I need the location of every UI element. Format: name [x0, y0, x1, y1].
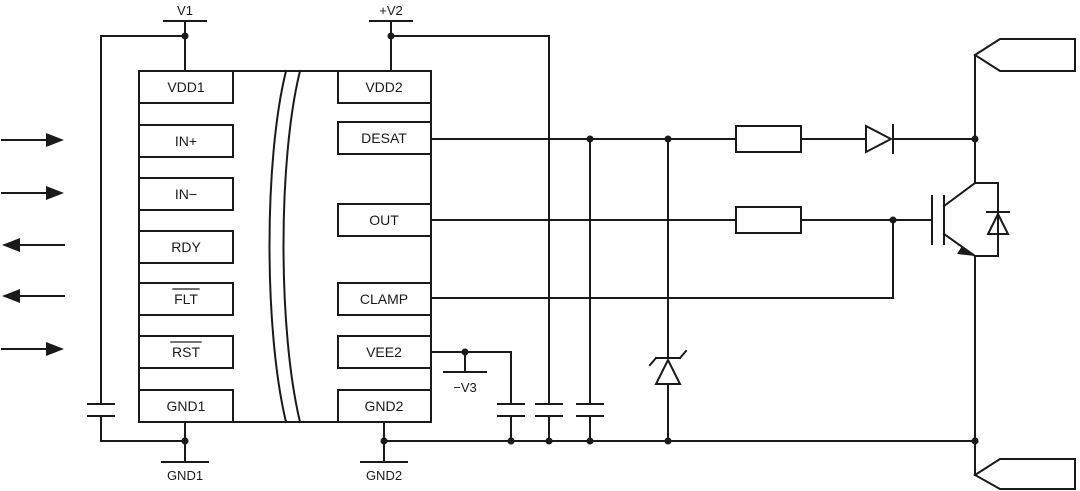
arrow-right-icon — [1, 342, 64, 356]
collector-terminal — [973, 38, 1076, 140]
v1-decoupling-path — [100, 35, 186, 442]
pin-in-plus: IN+ — [138, 124, 234, 158]
svg-text:−V3: −V3 — [453, 380, 477, 395]
capacitor-icon — [497, 403, 525, 445]
isolation-barrier-left — [268, 69, 288, 424]
svg-text:DESAT: DESAT — [361, 130, 407, 146]
pin-vdd2: VDD2 — [337, 70, 432, 104]
supply-v2: +V2 — [369, 3, 550, 405]
pin-clamp: CLAMP — [337, 282, 432, 316]
svg-text:GND1: GND1 — [167, 398, 206, 414]
svg-text:VDD2: VDD2 — [365, 79, 403, 95]
right-pins: VDD2 DESAT OUT CLAMP VEE2 GND2 — [337, 70, 432, 423]
capacitor-icon — [535, 403, 563, 445]
svg-text:GND2: GND2 — [365, 398, 404, 414]
isolation-barrier-right — [282, 69, 302, 424]
clamp-path — [430, 219, 894, 299]
resistor-icon — [735, 206, 802, 234]
pin-in-minus: IN− — [138, 177, 234, 211]
signal-arrows — [1, 133, 65, 356]
arrow-left-icon — [2, 238, 65, 252]
pin-rdy: RDY — [138, 230, 234, 264]
diode-icon — [865, 124, 894, 154]
svg-text:IN−: IN− — [175, 186, 197, 202]
svg-text:+V2: +V2 — [379, 3, 403, 18]
left-pins: VDD1 IN+ IN− RDY FLT RST GND1 — [138, 70, 234, 423]
svg-text:GND1: GND1 — [167, 468, 203, 483]
svg-text:RST: RST — [172, 344, 200, 360]
resistor-icon — [735, 125, 802, 153]
zener-diode-icon — [648, 138, 688, 445]
arrow-right-icon — [1, 186, 64, 200]
pin-vee2: VEE2 — [337, 335, 432, 369]
svg-text:GND2: GND2 — [366, 468, 402, 483]
out-path — [430, 216, 933, 224]
pin-vdd1: VDD1 — [138, 70, 234, 104]
desat-path — [430, 135, 979, 143]
arrow-left-icon — [2, 289, 65, 303]
svg-text:FLT: FLT — [174, 291, 198, 307]
pin-rst: RST — [138, 335, 234, 369]
ground-gnd2: GND2 — [360, 421, 408, 483]
capacitor-icon — [576, 135, 604, 445]
svg-text:OUT: OUT — [369, 212, 399, 228]
igbt-icon — [931, 138, 979, 445]
svg-text:VDD1: VDD1 — [167, 79, 205, 95]
svg-text:V1: V1 — [177, 3, 193, 18]
ground-gnd1: GND1 — [161, 421, 209, 483]
capacitor-icon — [87, 403, 115, 417]
pin-gnd1: GND1 — [138, 389, 234, 423]
pin-gnd2: GND2 — [337, 389, 432, 423]
arrow-right-icon — [1, 133, 64, 147]
supply-v1: V1 — [163, 3, 207, 72]
pin-desat: DESAT — [337, 121, 432, 155]
svg-text:IN+: IN+ — [175, 133, 197, 149]
svg-text:RDY: RDY — [171, 239, 201, 255]
supply-v3: −V3 — [430, 348, 512, 405]
pin-flt: FLT — [138, 282, 234, 316]
freewheel-diode-icon — [974, 182, 1010, 257]
pin-out: OUT — [337, 203, 432, 237]
svg-text:VEE2: VEE2 — [366, 344, 402, 360]
emitter-terminal — [973, 440, 1076, 490]
svg-text:CLAMP: CLAMP — [360, 291, 408, 307]
